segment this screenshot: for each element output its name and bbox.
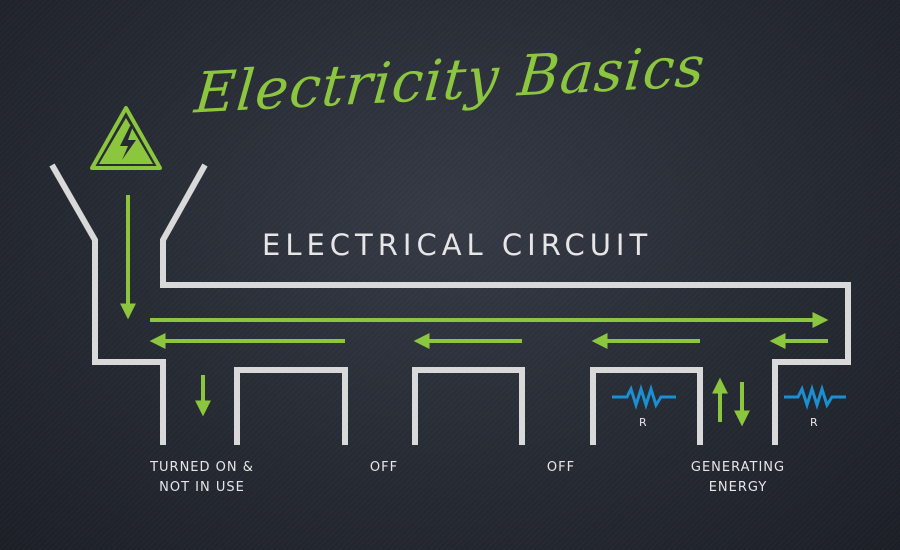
current-flow-arrows (120, 195, 829, 427)
circuit-wire (49, 163, 851, 445)
resistor-label-2: R (810, 416, 818, 429)
caption-turned-on: TURNED ON & NOT IN USE (150, 460, 254, 495)
high-voltage-warning-icon (90, 106, 162, 170)
resistor-label-1: R (639, 416, 647, 429)
wire-inner-path (160, 163, 851, 445)
wire-outer-path (49, 163, 166, 445)
slot-off-2 (412, 367, 525, 445)
caption-off-1: OFF (369, 460, 399, 475)
resistor-1 (612, 383, 676, 411)
slot-off-1 (234, 367, 348, 445)
resistor-2 (784, 383, 846, 411)
caption-generating: GENERATING ENERGY (690, 460, 786, 495)
circuit-label: ELECTRICAL CIRCUIT (262, 228, 653, 262)
resistor-symbols (612, 383, 846, 411)
slot-generating (590, 367, 703, 445)
caption-off-2: OFF (546, 460, 576, 475)
